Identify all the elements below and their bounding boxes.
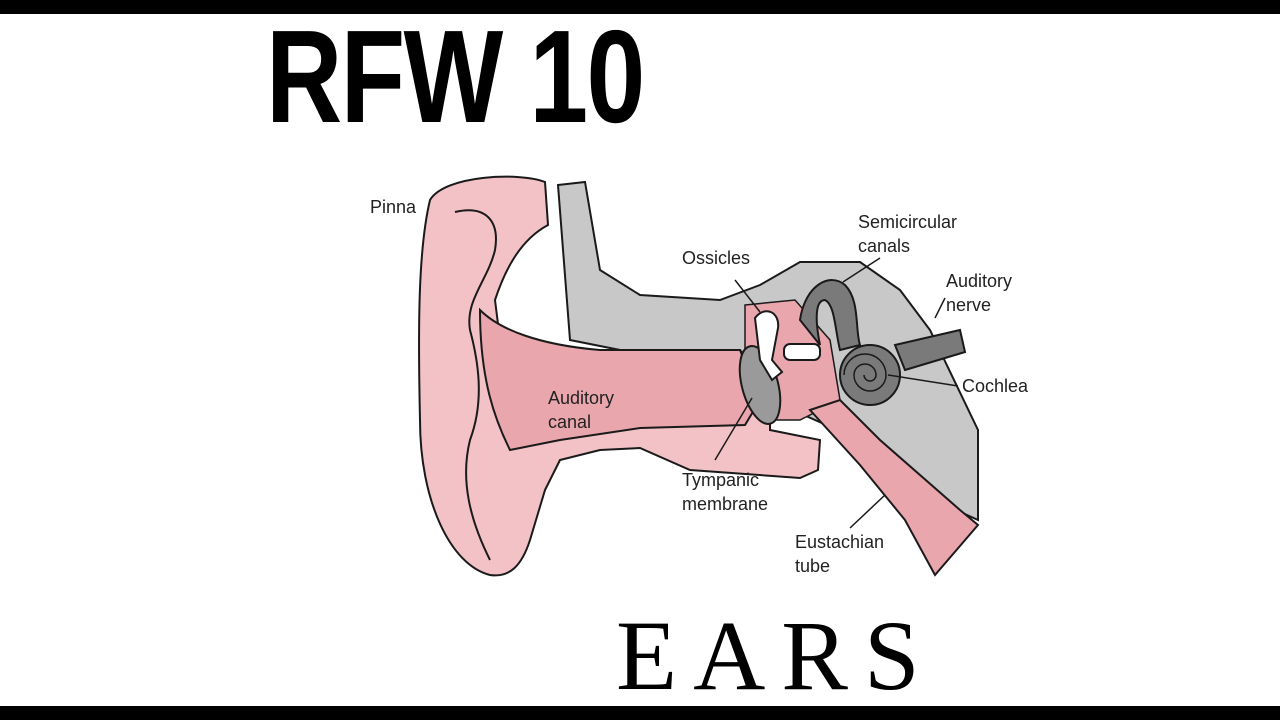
ossicles-shape: [753, 310, 784, 382]
stapes-shape: [783, 343, 821, 361]
label-tympanic-2: membrane: [682, 494, 768, 514]
auditory-canal-shape: [478, 307, 762, 452]
label-auditory-canal-2: canal: [548, 412, 591, 432]
video-title: RFW 10: [266, 3, 645, 150]
pinna-fold: [454, 209, 497, 561]
label-ossicles: Ossicles: [682, 248, 750, 268]
top-letterbox-bar: [0, 0, 1280, 14]
tympanic-pointer: [714, 397, 753, 461]
label-eustachian-2: tube: [795, 556, 830, 576]
eustachian-pointer: [849, 494, 886, 529]
bottom-letterbox-bar: [0, 706, 1280, 720]
cochlea-shape: [839, 344, 901, 406]
label-semicircular-1: Semicircular: [858, 212, 957, 232]
cochlea-spiral: [843, 353, 887, 392]
label-auditory-nerve-2: nerve: [946, 295, 991, 315]
semicircular-pointer: [842, 257, 881, 283]
label-auditory-canal-1: Auditory: [548, 388, 614, 408]
label-auditory-nerve-1: Auditory: [946, 271, 1012, 291]
semicircular-canals-shape: [798, 279, 862, 352]
label-semicircular-2: canals: [858, 236, 910, 256]
nerve-pointer: [934, 297, 946, 319]
video-subtitle: EARS: [616, 600, 936, 711]
label-eustachian-1: Eustachian: [795, 532, 884, 552]
ossicles-pointer: [734, 279, 761, 313]
label-cochlea: Cochlea: [962, 376, 1029, 396]
cochlea-pointer: [887, 374, 959, 387]
eustachian-tube-shape: [808, 398, 980, 577]
label-tympanic-1: Tympanic: [682, 470, 759, 490]
auditory-nerve-shape: [893, 328, 967, 372]
label-pinna: Pinna: [370, 197, 417, 217]
